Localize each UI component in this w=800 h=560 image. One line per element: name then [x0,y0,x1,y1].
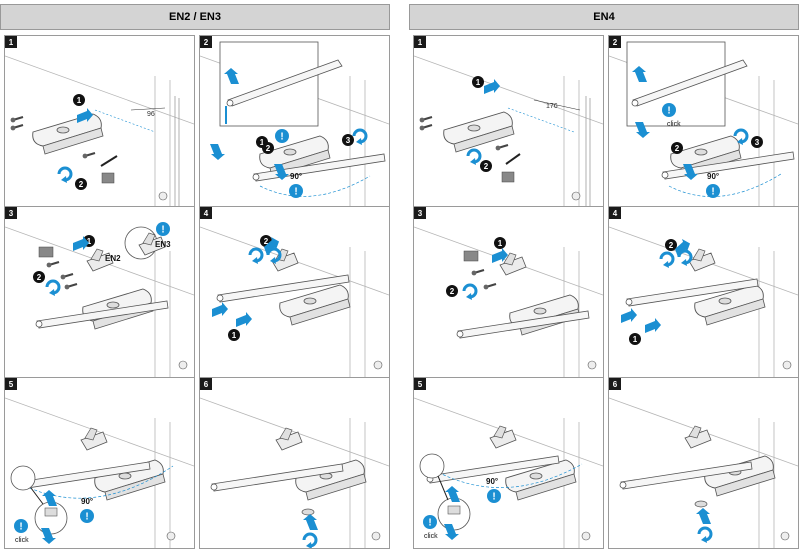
step-number: 4 [200,207,212,219]
callout-2: 2 [75,178,87,190]
step-illustration [200,397,389,548]
step-number: 5 [414,378,426,390]
callout-3: 3 [751,136,763,148]
info-badge [706,184,720,198]
info-badge [662,103,676,117]
callout-1: 1 [472,76,484,88]
angle-label: 90° [486,477,498,486]
section-en4: EN4 1 176 1 2 2 [409,0,799,560]
angle-label: 90° [290,172,302,181]
step-number: 3 [5,207,17,219]
en2-label: EN2 [105,254,121,263]
svg-text:2: 2 [79,180,84,189]
svg-text:1: 1 [498,239,503,248]
section-header: EN2 / EN3 [0,4,390,30]
step-illustration: 2 1 [609,226,798,377]
step-illustration: click 90° [414,397,603,548]
section-en2-en3: EN2 / EN3 1 96 1 2 2 [0,0,390,560]
svg-text:2: 2 [37,273,42,282]
callout-1: 1 [629,333,641,345]
info-badge [423,515,437,529]
step-illustration: 176 1 2 [414,55,603,206]
step-number: 4 [609,207,621,219]
step-illustration: 96 1 2 [5,55,194,206]
step-panel-1: 1 96 1 2 [4,35,195,207]
callout-2: 2 [665,239,677,251]
svg-text:2: 2 [675,144,680,153]
closer-body [32,113,104,155]
callout-1: 1 [228,329,240,341]
svg-text:3: 3 [755,138,760,147]
step-panel-4: 4 2 1 [199,206,390,378]
step-number: 5 [5,378,17,390]
section-header: EN4 [409,4,799,30]
step-illustration: click 90° [5,397,194,548]
info-badge [275,129,289,143]
svg-text:2: 2 [264,237,269,246]
step-number: 6 [200,378,212,390]
info-badge [289,184,303,198]
svg-text:1: 1 [232,331,237,340]
click-label: click [15,537,29,544]
step-panel-5: 5 click 90° [4,377,195,549]
angle-label: 90° [707,172,719,181]
en3-label: EN3 [155,240,171,249]
info-badge [487,489,501,503]
click-label: click [667,121,681,128]
callout-2: 2 [480,160,492,172]
click-label: click [424,533,438,540]
svg-text:2: 2 [266,144,271,153]
step-panel-3: 3 1 EN2 EN3 2 [4,206,195,378]
step-illustration: 1 2 [414,226,603,377]
callout-2: 2 [262,142,274,154]
step-illustration: 1 click 3 2 90° [200,41,389,206]
info-badge [14,519,28,533]
step-panel-1: 1 176 1 2 [413,35,604,207]
callout-2: 2 [33,271,45,283]
svg-text:2: 2 [484,162,489,171]
svg-text:3: 3 [346,136,351,145]
step-number: 2 [609,36,621,48]
callout-2: 2 [446,285,458,297]
dimension-label: 176 [546,103,558,110]
info-badge [156,222,170,236]
step-panel-6: 6 [199,377,390,549]
step-illustration: 2 1 [200,226,389,377]
dimension-label: 96 [147,111,155,118]
svg-text:1: 1 [476,78,481,87]
svg-text:1: 1 [633,335,638,344]
angle-label: 90° [81,497,93,506]
step-panel-5: 5 click 90° [413,377,604,549]
svg-text:2: 2 [669,241,674,250]
svg-text:1: 1 [260,138,265,147]
step-number: 2 [200,36,212,48]
callout-1: 1 [494,237,506,249]
svg-text:2: 2 [450,287,455,296]
step-number: 3 [414,207,426,219]
step-panel-2: 2 click 3 2 90° [608,35,799,207]
step-panel-4: 4 2 1 [608,206,799,378]
step-illustration [609,397,798,548]
svg-text:1: 1 [77,96,82,105]
callout-3: 3 [342,134,354,146]
step-number: 6 [609,378,621,390]
step-panel-6: 6 [608,377,799,549]
info-badge [80,509,94,523]
step-number: 1 [414,36,426,48]
step-illustration: click 3 2 90° [609,41,798,206]
callout-2: 2 [671,142,683,154]
svg-text:1: 1 [87,237,92,246]
step-panel-2: 2 1 click 3 2 90° [199,35,390,207]
step-panel-3: 3 1 2 [413,206,604,378]
callout-1: 1 [73,94,85,106]
step-number: 1 [5,36,17,48]
step-illustration: 1 EN2 EN3 2 [5,222,194,377]
